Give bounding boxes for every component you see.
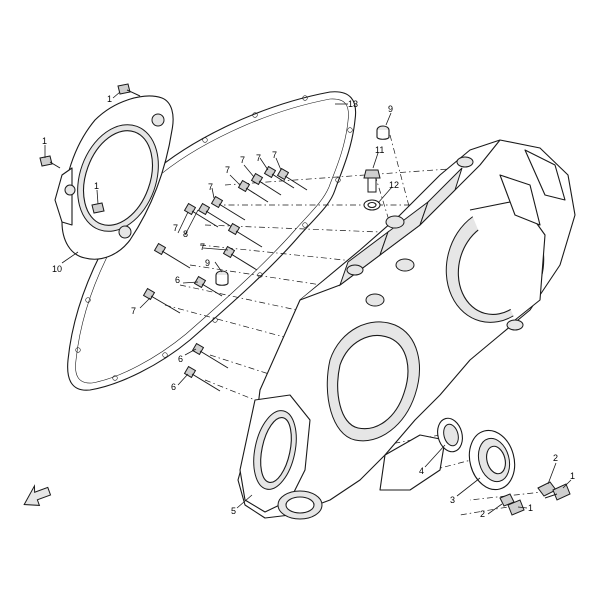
callout-12: 12 (389, 180, 399, 190)
bolt (193, 275, 223, 297)
callout-4: 4 (419, 466, 424, 476)
bolt (183, 365, 221, 392)
callout-1: 1 (42, 136, 47, 146)
cover-gasket (67, 91, 357, 391)
bolt (263, 165, 295, 189)
callout-13: 13 (348, 99, 358, 109)
sealing-washer (363, 199, 381, 211)
left-fasteners (39, 83, 141, 214)
oil-seal (437, 417, 463, 453)
callout-9: 9 (388, 104, 393, 114)
leader-lines (44, 91, 572, 515)
callout-2: 2 (553, 453, 558, 463)
callout-5: 5 (231, 506, 236, 516)
callout-1: 1 (107, 94, 112, 104)
bolt (222, 245, 258, 271)
callout-9: 9 (205, 258, 210, 268)
bolt (197, 202, 233, 228)
callout-7: 7 (131, 306, 136, 316)
callout-7: 7 (200, 242, 205, 252)
drain-plug (363, 169, 381, 193)
callout-1: 1 (528, 503, 533, 513)
callout-3: 3 (450, 495, 455, 505)
inspection-cover (54, 95, 174, 260)
right-fasteners (499, 481, 571, 516)
callout-6: 6 (175, 275, 180, 285)
callout-6: 6 (178, 354, 183, 364)
callout-7: 7 (256, 153, 261, 163)
bolt (237, 179, 269, 203)
callout-7: 7 (173, 223, 178, 233)
callout-8: 8 (183, 229, 188, 239)
callout-10: 10 (52, 264, 62, 274)
callout-1: 1 (570, 471, 575, 481)
bolt (276, 167, 308, 191)
callout-7: 7 (208, 182, 213, 192)
dowel-pins (215, 125, 390, 286)
crankcase-cover (237, 139, 576, 520)
front-direction-arrow-icon (23, 484, 52, 506)
callout-7: 7 (240, 155, 245, 165)
bolt (191, 342, 229, 369)
callout-7: 7 (225, 165, 230, 175)
callout-7: 7 (272, 150, 277, 160)
cover-bolts (142, 165, 308, 392)
callout-11: 11 (375, 145, 384, 155)
dowel-pin (215, 270, 229, 286)
bolt (210, 195, 246, 221)
bolt (153, 242, 191, 269)
callout-6: 6 (171, 382, 176, 392)
dowel-pin (376, 125, 390, 140)
bolt (142, 287, 181, 314)
callout-1: 1 (94, 181, 99, 191)
bearing (468, 429, 516, 491)
callout-2: 2 (480, 509, 485, 519)
callout-numbers: 1 1 1 1 1 2 2 3 4 5 6 6 6 7 7 7 7 7 7 7 … (42, 94, 575, 519)
bolt (227, 222, 263, 248)
